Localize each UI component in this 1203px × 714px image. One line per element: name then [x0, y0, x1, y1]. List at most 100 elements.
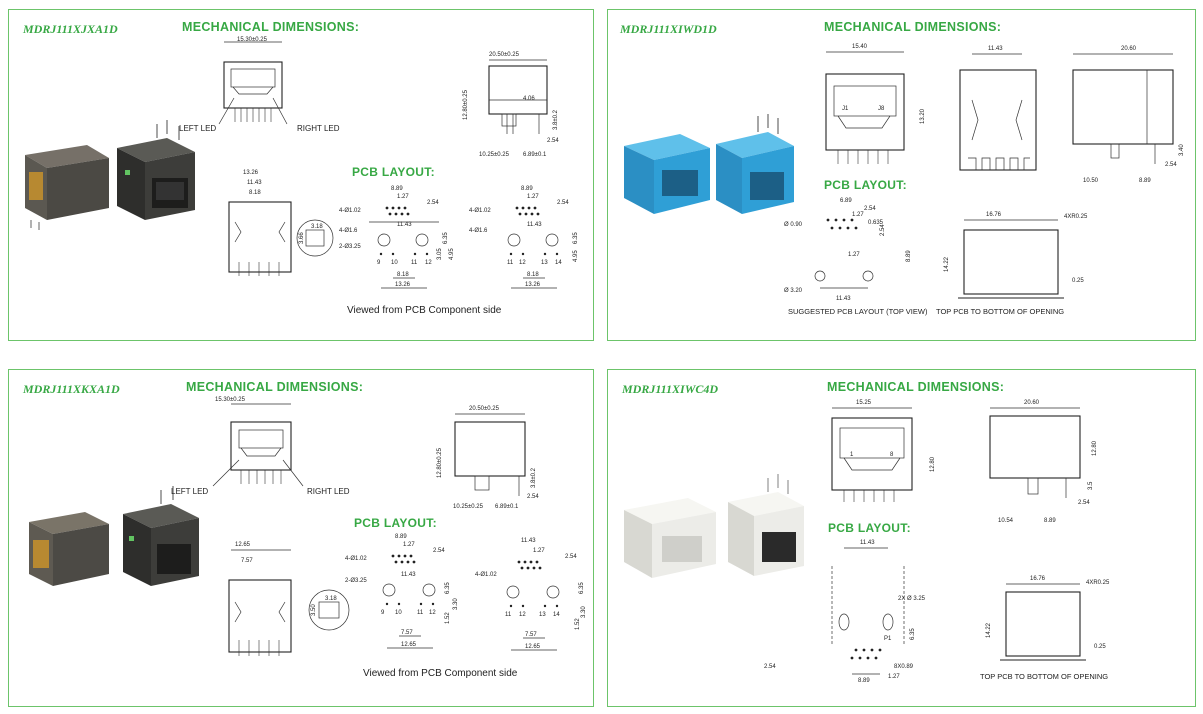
pcb-dim-span: 11.43 [401, 572, 416, 578]
pcb-layout-left: 8.89 1.27 2.54 4-Ø1.02 4-Ø1.6 2-Ø3.25 11… [339, 186, 455, 289]
pcb-dim-row: 1.27 [533, 548, 545, 554]
detail-dim-1: 3.18 [325, 596, 337, 602]
base-dim-1: 10.25±0.25 [479, 152, 510, 158]
pcb-dim-6: 8.89 [906, 250, 912, 262]
left-led-label: LEFT LED [171, 487, 208, 496]
side-dim-2: 2.54 [1078, 500, 1090, 506]
width-dim: 15.40 [852, 44, 868, 50]
jack-photo-rear [716, 114, 794, 214]
side-view-drawing: 20.60 12.80 3.5 2.54 10.54 8.89 [989, 400, 1098, 524]
view-caption: Viewed from PCB Component side [363, 668, 518, 679]
pcb-layout-title: PCB LAYOUT: [352, 165, 435, 179]
height-dim: 12.80±0.25 [463, 89, 469, 120]
pcb-layout-right: 11.43 1.27 2.54 4-Ø1.02 6.35 3.30 1.52 1… [475, 538, 587, 651]
pcb-hole-1: Ø 0.90 [784, 222, 803, 228]
pcb-dim-span: 11.43 [527, 222, 542, 228]
bottom-view-drawing: 11.43 [959, 46, 1037, 171]
pcb-dim-span: 11.43 [521, 538, 536, 544]
part-number: MDRJ111XJXA1D [23, 22, 118, 36]
pcb-dim-1: 11.43 [860, 540, 875, 546]
pcb-dim-offset: 2.54 [557, 200, 569, 206]
pcb-caption: SUGGESTED PCB LAYOUT (TOP VIEW) [788, 307, 928, 316]
jack-photo-rear [123, 486, 199, 586]
pcb-dim-led: 8.18 [527, 272, 539, 278]
pcb-dim-v3: 1.52 [445, 612, 451, 624]
pcb-dim-5: 2.54 [880, 224, 886, 236]
pcb-dim-row: 1.27 [403, 542, 415, 548]
depth-dim: 20.60 [1024, 400, 1040, 406]
pcb-dim-v3: 4.95 [449, 248, 455, 260]
pcb-dim-v1: 6.35 [573, 232, 579, 244]
pin-10: 10 [395, 610, 402, 616]
panel-mdrj111xiwc4d: MDRJ111XIWC4D MECHANICAL DIMENSIONS: PCB… [607, 369, 1196, 707]
jack-photo-rear [117, 120, 195, 220]
pin-height-dim: 3.8±0.2 [553, 109, 559, 130]
pcb-dim-4: 0.635 [868, 220, 884, 226]
opening-height-dim: 14.22 [944, 256, 950, 272]
pcb-dim-v3: 4.95 [573, 250, 579, 262]
height-dim: 13.20 [920, 108, 926, 124]
pcb-dim-offset: 2.54 [433, 548, 445, 554]
jack-photo-front [29, 512, 109, 586]
side-dim-3: 10.50 [1083, 178, 1099, 184]
pin-9: 9 [381, 610, 385, 616]
pcb-dim-span: 11.43 [397, 222, 412, 228]
side-dim-4: 8.89 [1044, 518, 1056, 524]
jack-photo-rear [728, 474, 804, 576]
pin-p1: P1 [884, 636, 892, 642]
panel-mdrj111xkxa1d: MDRJ111XKXA1D MECHANICAL DIMENSIONS: PCB… [8, 369, 594, 707]
pcb-hole-1: 4-Ø1.02 [345, 556, 367, 562]
product-photo [29, 486, 199, 586]
view-caption: Viewed from PCB Component side [347, 305, 502, 316]
pcb-dim-led: 8.18 [397, 272, 409, 278]
pin-10: 10 [391, 260, 398, 266]
product-photo [25, 120, 195, 230]
pcb-dim-v2: 3.30 [453, 598, 459, 610]
bottom-width-dim: 12.65 [235, 542, 251, 548]
product-photo [624, 474, 804, 578]
pcb-dim-3: 2.54 [764, 664, 776, 670]
part-number: MDRJ111XIWD1D [620, 22, 717, 36]
base-dim-2: 6.89±0.1 [495, 504, 519, 510]
pin-1: 1 [850, 452, 854, 458]
pcb-dim-pitch: 8.89 [395, 534, 407, 540]
pin-11: 11 [417, 610, 424, 616]
opening-thickness: 0.25 [1072, 278, 1084, 284]
bottom-view-drawing: 13.26 11.43 8.18 3.18 3.66 [228, 170, 334, 276]
pcb-dim-led: 7.57 [525, 632, 537, 638]
pcb-dim-1: 6.89 [840, 198, 852, 204]
left-led-label: LEFT LED [179, 124, 216, 133]
pcb-dim-2: 6.35 [910, 628, 916, 640]
bottom-inner-dim: 7.57 [241, 558, 253, 564]
pin-11: 11 [411, 260, 418, 266]
pcb-dim-row: 1.27 [527, 194, 539, 200]
pcb-hole-2: Ø 3.20 [784, 288, 803, 294]
side-view-drawing: 20.50±0.25 12.80±0.25 3.8±0.2 2.54 10.25… [437, 406, 539, 510]
bottom-width-dim: 13.26 [243, 170, 259, 176]
pin-12: 12 [425, 260, 432, 266]
pcb-layout-title: PCB LAYOUT: [828, 521, 911, 535]
mechanical-dimensions-title: MECHANICAL DIMENSIONS: [182, 20, 360, 34]
pcb-layout-drawing: 6.89 2.54 1.27 0.635 2.54 8.89 1.27 11.4… [784, 198, 912, 302]
height-dim: 12.80±0.25 [437, 447, 443, 478]
pin-12: 12 [429, 610, 436, 616]
pcb-dim-offset: 2.54 [565, 554, 577, 560]
mechanical-dimensions-title: MECHANICAL DIMENSIONS: [186, 380, 364, 394]
pcb-dim-v1: 6.35 [443, 232, 449, 244]
pin-9: 9 [377, 260, 381, 266]
part-number: MDRJ111XIWC4D [622, 382, 719, 396]
pin-height-dim: 3.8±0.2 [531, 467, 537, 488]
part-number: MDRJ111XKXA1D [23, 382, 120, 396]
opening-height-dim: 14.22 [986, 622, 992, 638]
pin-13: 13 [541, 260, 548, 266]
bottom-pin-dim: 11.43 [247, 180, 262, 186]
detail-dim-1: 3.18 [311, 224, 323, 230]
pcb-dim-2: 2.54 [864, 206, 876, 212]
pcb-dim-v1: 6.35 [579, 582, 585, 594]
pcb-dim-3: 1.27 [852, 212, 864, 218]
side-dim-1: 3.5 [1088, 481, 1094, 490]
jack-photo-front [624, 134, 710, 214]
pcb-dim-row: 1.27 [397, 194, 409, 200]
front-view-drawing: 15.40 J1 J8 13.20 [825, 44, 926, 164]
pin-j8: J8 [878, 106, 885, 112]
